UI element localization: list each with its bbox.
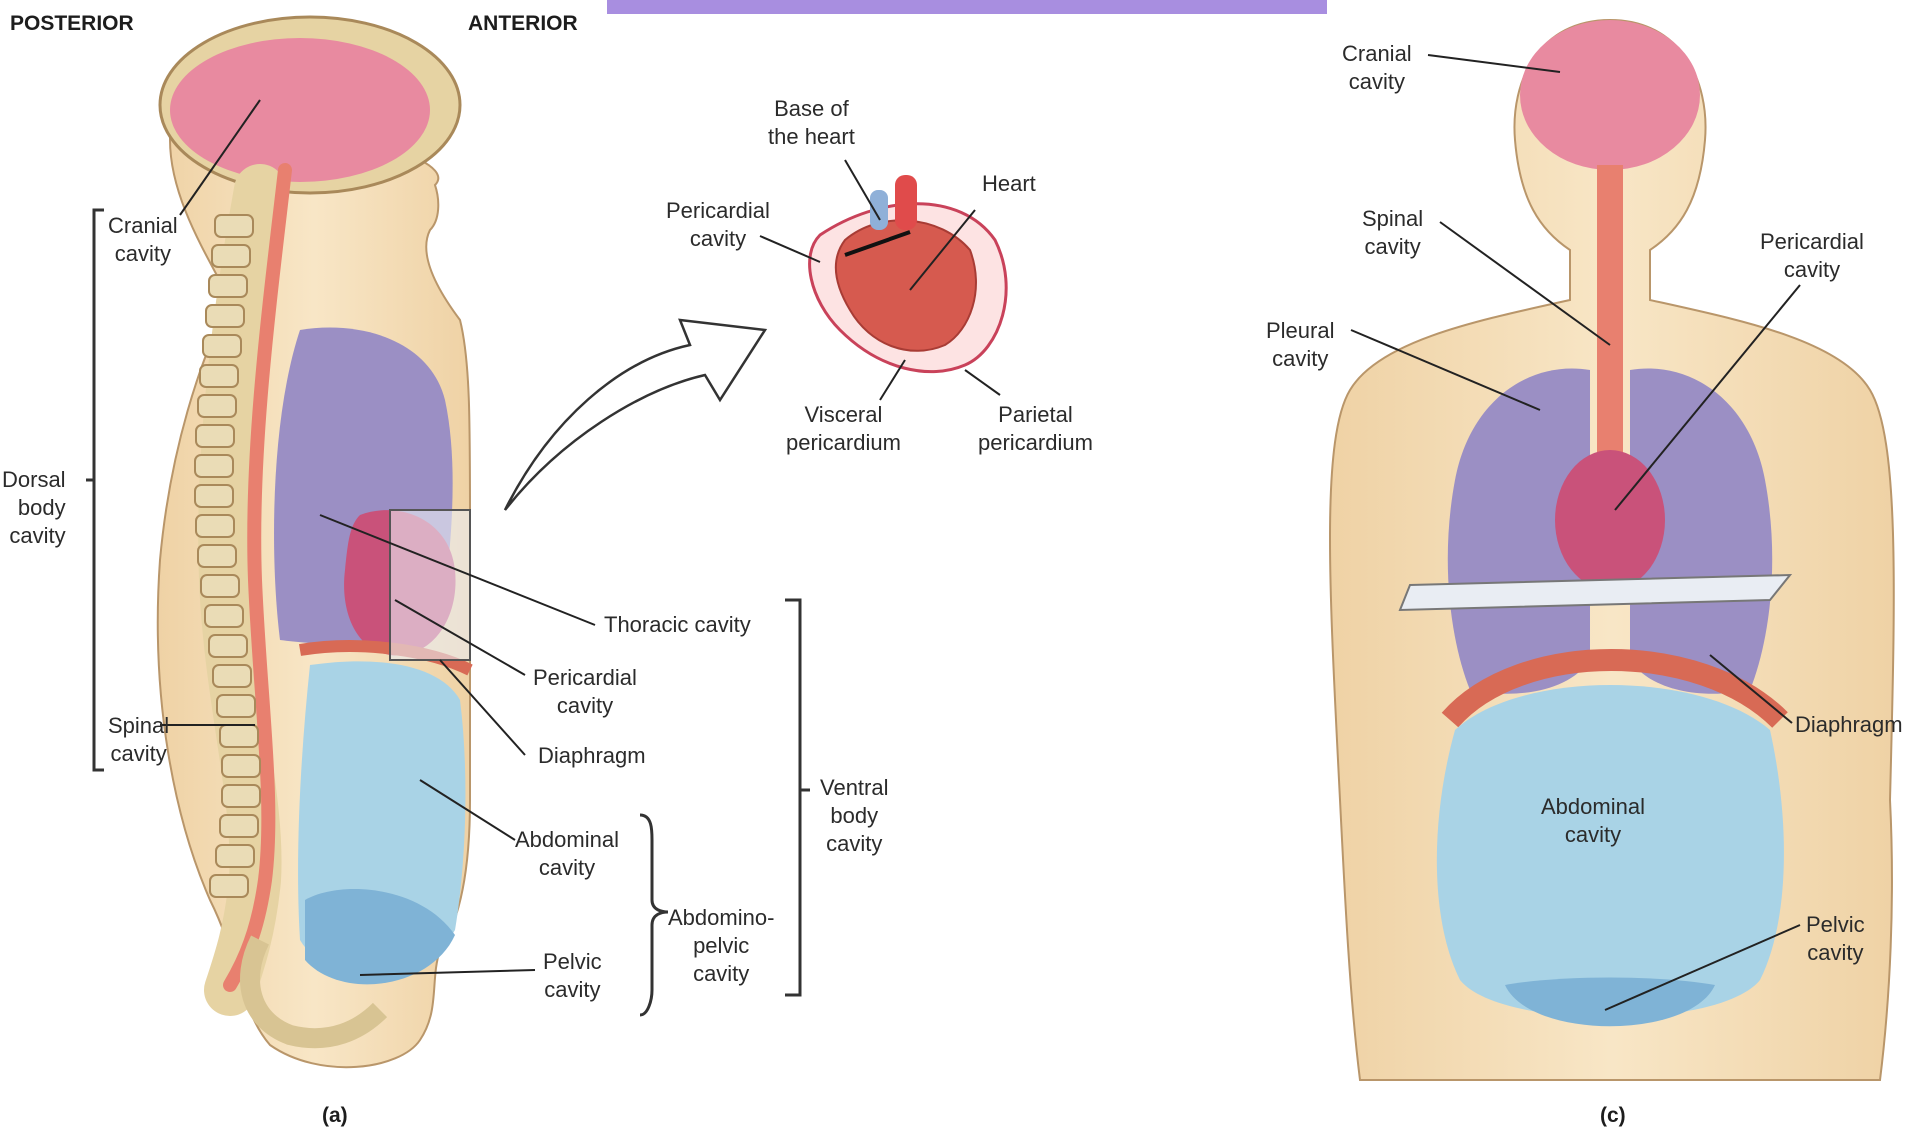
- label-abdominal-cavity-sagittal: Abdominal cavity: [515, 826, 619, 882]
- aorta-vessel: [895, 175, 917, 230]
- label-diaphragm-frontal: Diaphragm: [1795, 711, 1903, 739]
- heart-inset: [810, 175, 1007, 372]
- label-diaphragm-sagittal: Diaphragm: [538, 742, 646, 770]
- label-thoracic-cavity: Thoracic cavity: [604, 611, 751, 639]
- label-parietal-pericardium: Parietal pericardium: [978, 401, 1093, 457]
- label-pericardial-cavity-frontal: Pericardial cavity: [1760, 228, 1864, 284]
- label-pelvic-cavity-sagittal: Pelvic cavity: [543, 948, 602, 1004]
- ventral-bracket: [785, 600, 800, 995]
- abdominopelvic-bracket: [640, 815, 668, 1015]
- label-heart: Heart: [982, 170, 1036, 198]
- label-pleural-cavity: Pleural cavity: [1266, 317, 1334, 373]
- label-spinal-cavity-frontal: Spinal cavity: [1362, 205, 1423, 261]
- frontal-pericardial-shape: [1555, 450, 1665, 590]
- label-cranial-cavity-sagittal: Cranial cavity: [108, 212, 178, 268]
- label-abdominal-cavity-frontal: Abdominal cavity: [1541, 793, 1645, 849]
- vena-cava-vessel: [870, 190, 888, 230]
- posterior-header: POSTERIOR: [10, 12, 134, 36]
- panel-label-a: (a): [322, 1104, 348, 1128]
- frontal-spinal-shape: [1597, 165, 1623, 465]
- frontal-abdominal-shape: [1437, 685, 1784, 1018]
- label-visceral-pericardium: Visceral pericardium: [786, 401, 901, 457]
- label-pericardial-cavity-inset: Pericardial cavity: [666, 197, 770, 253]
- label-base-of-heart: Base of the heart: [768, 95, 855, 151]
- inset-arrow: [505, 320, 765, 510]
- panel-label-c: (c): [1600, 1104, 1626, 1128]
- label-cranial-cavity-frontal: Cranial cavity: [1342, 40, 1412, 96]
- frontal-cranial-shape: [1520, 20, 1700, 170]
- sagittal-figure: [158, 17, 470, 1067]
- label-spinal-cavity-sagittal: Spinal cavity: [108, 712, 169, 768]
- label-dorsal-body-cavity: Dorsal body cavity: [2, 466, 66, 550]
- label-pericardial-cavity-sagittal: Pericardial cavity: [533, 664, 637, 720]
- label-abdominopelvic-cavity: Abdomino- pelvic cavity: [668, 904, 774, 988]
- label-ventral-body-cavity: Ventral body cavity: [820, 774, 889, 858]
- label-pelvic-cavity-frontal: Pelvic cavity: [1806, 911, 1865, 967]
- dorsal-bracket: [94, 210, 104, 770]
- cranial-cavity-shape: [170, 38, 430, 182]
- anterior-header: ANTERIOR: [468, 12, 578, 36]
